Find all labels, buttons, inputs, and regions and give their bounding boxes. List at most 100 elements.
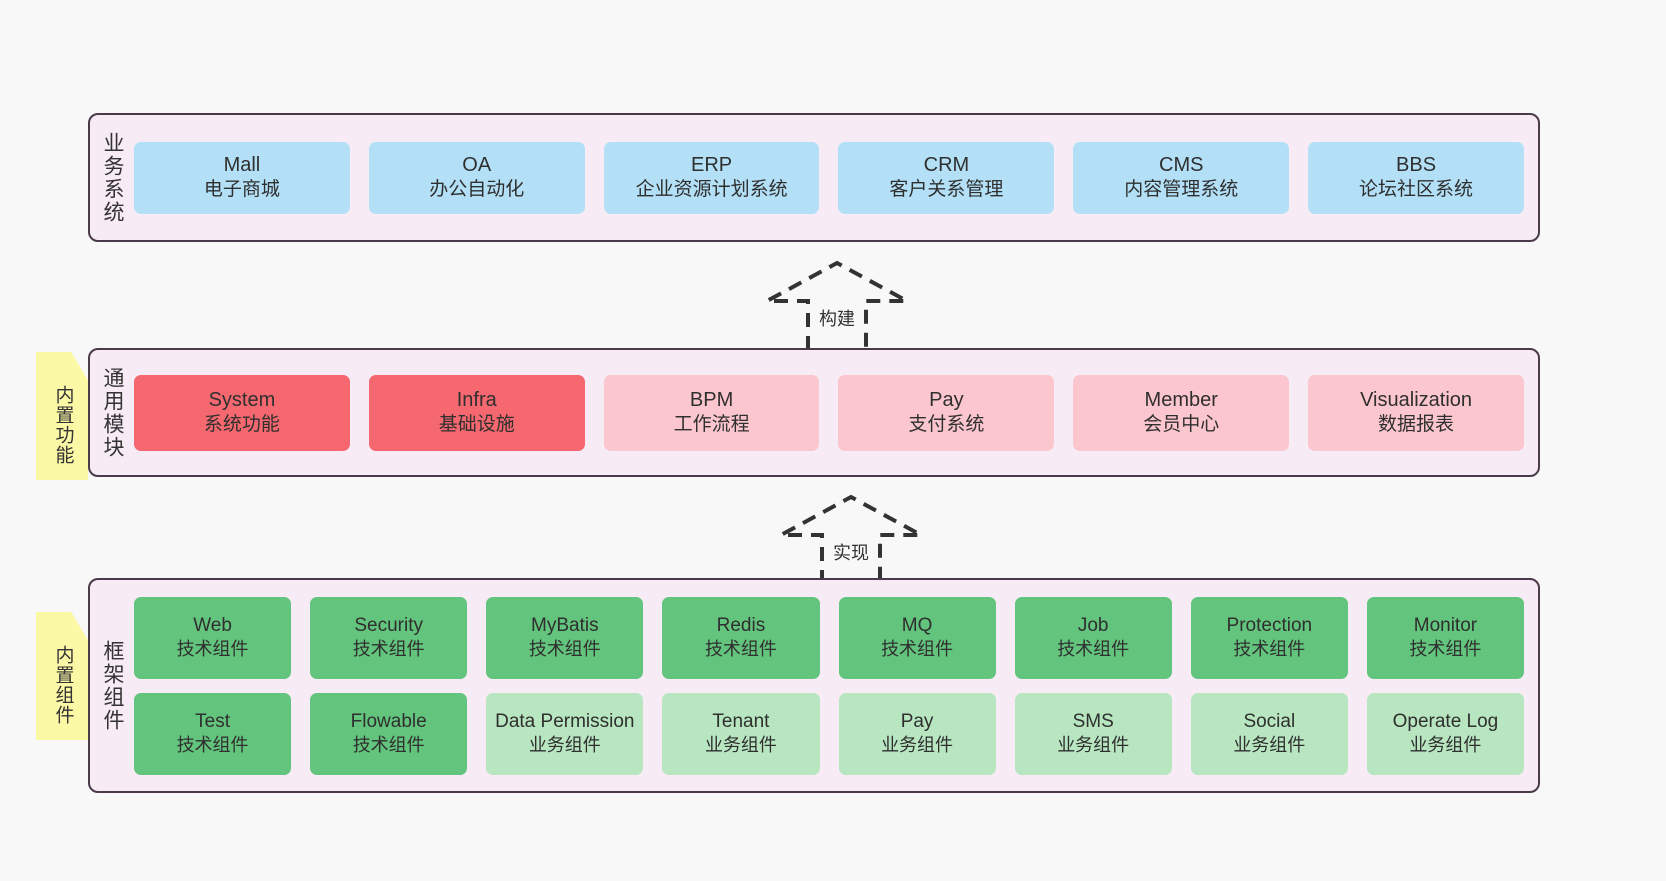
card-title-en: OA <box>462 153 492 176</box>
card-erp[interactable]: ERP 企业资源计划系统 <box>603 141 820 214</box>
card-title-en: ERP <box>691 153 733 176</box>
note-fold-icon <box>71 612 88 632</box>
card-title-cn: 基础设施 <box>438 414 515 436</box>
card-sms[interactable]: SMS 业务组件 <box>1014 692 1172 775</box>
card-title-cn: 电子商城 <box>203 179 280 201</box>
layer-body-common-modules: System 系统功能 Infra 基础设施 BPM 工作流程 Pay 支付系统… <box>134 350 1538 475</box>
card-title-en: Member <box>1144 388 1218 411</box>
card-title-en: Security <box>354 614 423 636</box>
layer-common-modules: 通用模块 System 系统功能 Infra 基础设施 BPM 工作流程 Pay… <box>88 348 1540 477</box>
card-oa[interactable]: OA 办公自动化 <box>368 141 585 214</box>
card-title-cn: 数据报表 <box>1378 414 1455 436</box>
layer-framework-components: 框架组件 Web 技术组件 Security 技术组件 MyBatis 技术组件… <box>88 578 1540 793</box>
arrow-label-implement: 实现 <box>833 543 869 563</box>
layer-title-business-systems: 业务系统 <box>101 131 125 224</box>
card-title-en: Flowable <box>350 710 427 732</box>
card-crm[interactable]: CRM 客户关系管理 <box>838 141 1055 214</box>
card-title-cn: 技术组件 <box>704 639 777 660</box>
card-title-en: Operate Log <box>1392 710 1499 732</box>
card-row: Test 技术组件 Flowable 技术组件 Data Permission … <box>134 692 1524 775</box>
card-system[interactable]: System 系统功能 <box>134 374 350 451</box>
layer-body-business-systems: Mall 电子商城 OA 办公自动化 ERP 企业资源计划系统 CRM 客户关系… <box>134 115 1538 240</box>
card-row: System 系统功能 Infra 基础设施 BPM 工作流程 Pay 支付系统… <box>134 374 1524 451</box>
card-title-en: Redis <box>716 614 766 636</box>
layer-title-common-modules: 通用模块 <box>101 366 125 459</box>
card-title-en: Tenant <box>712 710 770 732</box>
layer-title-framework-components: 框架组件 <box>101 639 125 732</box>
card-mybatis[interactable]: MyBatis 技术组件 <box>486 596 644 679</box>
card-monitor[interactable]: Monitor 技术组件 <box>1366 596 1524 679</box>
card-title-cn: 技术组件 <box>1409 639 1482 660</box>
card-test[interactable]: Test 技术组件 <box>134 692 292 775</box>
card-bbs[interactable]: BBS 论坛社区系统 <box>1308 141 1524 214</box>
card-title-cn: 工作流程 <box>673 414 750 436</box>
layer-body-framework-components: Web 技术组件 Security 技术组件 MyBatis 技术组件 Redi… <box>134 580 1538 791</box>
card-title-cn: 业务组件 <box>1233 735 1306 756</box>
card-title-cn: 业务组件 <box>528 735 601 756</box>
card-title-cn: 企业资源计划系统 <box>635 179 788 201</box>
arrow-build: 构建 <box>762 258 912 353</box>
card-title-en: Monitor <box>1413 614 1478 636</box>
card-visualization[interactable]: Visualization 数据报表 <box>1308 374 1524 451</box>
card-infra[interactable]: Infra 基础设施 <box>368 374 585 451</box>
note-fold-icon <box>71 352 88 372</box>
card-mq[interactable]: MQ 技术组件 <box>838 596 996 679</box>
card-pay-module[interactable]: Pay 支付系统 <box>838 374 1055 451</box>
card-title-en: Job <box>1077 614 1109 636</box>
note-label: 内置功能 <box>52 385 74 465</box>
card-row: Web 技术组件 Security 技术组件 MyBatis 技术组件 Redi… <box>134 596 1524 679</box>
card-title-en: BPM <box>689 388 734 411</box>
card-redis[interactable]: Redis 技术组件 <box>662 596 820 679</box>
card-bpm[interactable]: BPM 工作流程 <box>603 374 820 451</box>
card-title-cn: 内容管理系统 <box>1124 179 1239 201</box>
card-title-cn: 业务组件 <box>1409 735 1482 756</box>
arrow-up-icon <box>780 494 922 584</box>
arrow-up-icon <box>766 260 908 350</box>
card-title-en: MQ <box>901 614 933 636</box>
card-title-cn: 业务组件 <box>1057 735 1130 756</box>
card-title-en: MyBatis <box>531 614 599 636</box>
arrow-label-build: 构建 <box>819 309 855 329</box>
card-operate-log[interactable]: Operate Log 业务组件 <box>1366 692 1524 775</box>
card-title-en: SMS <box>1072 710 1114 732</box>
card-social[interactable]: Social 业务组件 <box>1190 692 1348 775</box>
card-title-en: Mall <box>223 153 261 176</box>
card-title-cn: 技术组件 <box>176 735 249 756</box>
card-mall[interactable]: Mall 电子商城 <box>134 141 350 214</box>
card-title-cn: 支付系统 <box>908 414 985 436</box>
card-member[interactable]: Member 会员中心 <box>1073 374 1290 451</box>
card-data-permission[interactable]: Data Permission 业务组件 <box>486 692 644 775</box>
card-web[interactable]: Web 技术组件 <box>134 596 292 679</box>
card-security[interactable]: Security 技术组件 <box>310 596 468 679</box>
card-title-cn: 办公自动化 <box>429 179 525 201</box>
card-title-en: Protection <box>1226 614 1313 636</box>
card-title-cn: 客户关系管理 <box>889 179 1004 201</box>
card-title-en: Infra <box>456 388 497 411</box>
card-flowable[interactable]: Flowable 技术组件 <box>310 692 468 775</box>
card-cms[interactable]: CMS 内容管理系统 <box>1073 141 1290 214</box>
card-job[interactable]: Job 技术组件 <box>1014 596 1172 679</box>
card-title-en: Web <box>193 614 232 636</box>
note-builtin-features: 内置功能 <box>36 352 88 480</box>
note-builtin-components: 内置组件 <box>36 612 88 740</box>
card-title-cn: 技术组件 <box>881 639 954 660</box>
card-title-en: Test <box>195 710 230 732</box>
card-title-en: Visualization <box>1360 388 1473 411</box>
card-title-cn: 技术组件 <box>1233 639 1306 660</box>
card-title-cn: 论坛社区系统 <box>1359 179 1474 201</box>
card-protection[interactable]: Protection 技术组件 <box>1190 596 1348 679</box>
card-title-en: Pay <box>900 710 934 732</box>
card-pay-component[interactable]: Pay 业务组件 <box>838 692 996 775</box>
card-title-cn: 系统功能 <box>203 414 280 436</box>
card-title-en: Pay <box>929 388 964 411</box>
card-title-en: Social <box>1243 710 1296 732</box>
card-title-cn: 技术组件 <box>528 639 601 660</box>
card-title-en: CMS <box>1159 153 1204 176</box>
card-title-cn: 业务组件 <box>881 735 954 756</box>
arrow-implement: 实现 <box>776 492 926 587</box>
note-label: 内置组件 <box>52 645 74 725</box>
layer-business-systems: 业务系统 Mall 电子商城 OA 办公自动化 ERP 企业资源计划系统 CRM… <box>88 113 1540 242</box>
card-tenant[interactable]: Tenant 业务组件 <box>662 692 820 775</box>
card-title-en: System <box>208 388 276 411</box>
